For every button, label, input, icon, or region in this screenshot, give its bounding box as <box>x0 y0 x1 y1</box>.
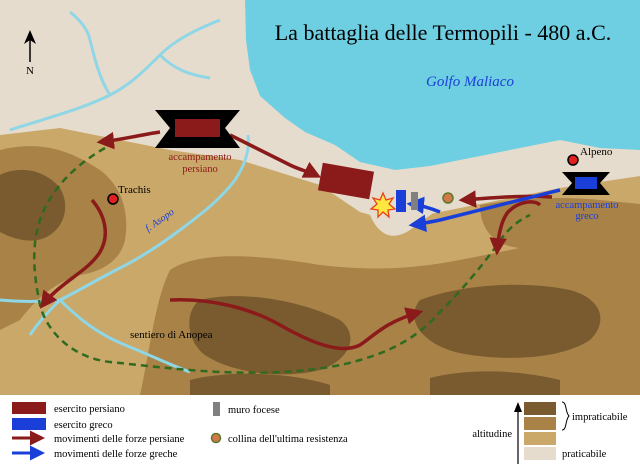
legend-swatch-low <box>524 432 556 445</box>
high-hills-southeast <box>414 284 601 358</box>
legend-greek-army: esercito greco <box>54 420 113 431</box>
phocian-wall <box>411 192 418 210</box>
persian-camp <box>155 110 240 148</box>
greek-camp-label-1: accampamento <box>556 200 619 211</box>
altitude-arrow-icon <box>514 402 522 412</box>
legend-persian-army: esercito persiano <box>54 404 125 415</box>
legend-swatch-persian-army <box>12 402 46 414</box>
greek-camp <box>562 172 610 195</box>
greek-army-block <box>396 190 406 212</box>
persian-camp-label-2: persiano <box>182 164 218 175</box>
high-hills-bottom-east <box>430 371 560 395</box>
legend-brace <box>561 401 570 431</box>
clash-star-icon <box>369 191 397 219</box>
legend-swatch-mid <box>524 417 556 430</box>
legend-greek-moves: movimenti delle forze greche <box>54 449 178 460</box>
legend-impassable: impraticabile <box>572 412 628 423</box>
legend: esercito persiano esercito greco movimen… <box>12 401 628 464</box>
high-hills-south <box>189 296 351 375</box>
persian-army-block <box>317 162 375 200</box>
legend-swatch-greek-army <box>12 418 46 430</box>
legend-swatch-hill <box>210 432 222 444</box>
high-hills-bottom <box>190 373 330 395</box>
legend-swatch-high <box>524 402 556 415</box>
anopea-path <box>32 146 531 374</box>
legend-passable: praticabile <box>562 449 607 460</box>
legend-swatch-wall <box>213 402 220 416</box>
legend-last-stand-hill: collina dell'ultima resistenza <box>228 434 348 445</box>
persian-camp-label-1: accampamento <box>169 152 232 163</box>
greek-camp-label-2: greco <box>575 211 598 222</box>
anopea-label: sentiero di Anopea <box>130 329 213 341</box>
alpeno-label: Alpeno <box>580 146 613 158</box>
high-hills-west <box>0 169 66 241</box>
last-stand-hill-marker <box>442 192 454 204</box>
north-arrow-icon <box>24 30 36 62</box>
alpeno-marker <box>567 154 579 166</box>
map-title: La battaglia delle Termopili - 480 a.C. <box>275 20 612 45</box>
legend-phocian-wall: muro focese <box>228 405 280 416</box>
persian-movements <box>39 130 553 351</box>
sea-label: Golfo Maliaco <box>426 74 514 90</box>
north-label: N <box>26 65 34 77</box>
gulf-sea <box>245 0 640 170</box>
mid-hills-east <box>480 197 640 249</box>
trachis-label: Trachis <box>118 184 151 196</box>
legend-altitude: altitudine <box>472 429 512 440</box>
legend-swatch-plain <box>524 447 556 460</box>
trachis-marker <box>107 193 119 205</box>
legend-persian-moves: movimenti delle forze persiane <box>54 434 185 445</box>
